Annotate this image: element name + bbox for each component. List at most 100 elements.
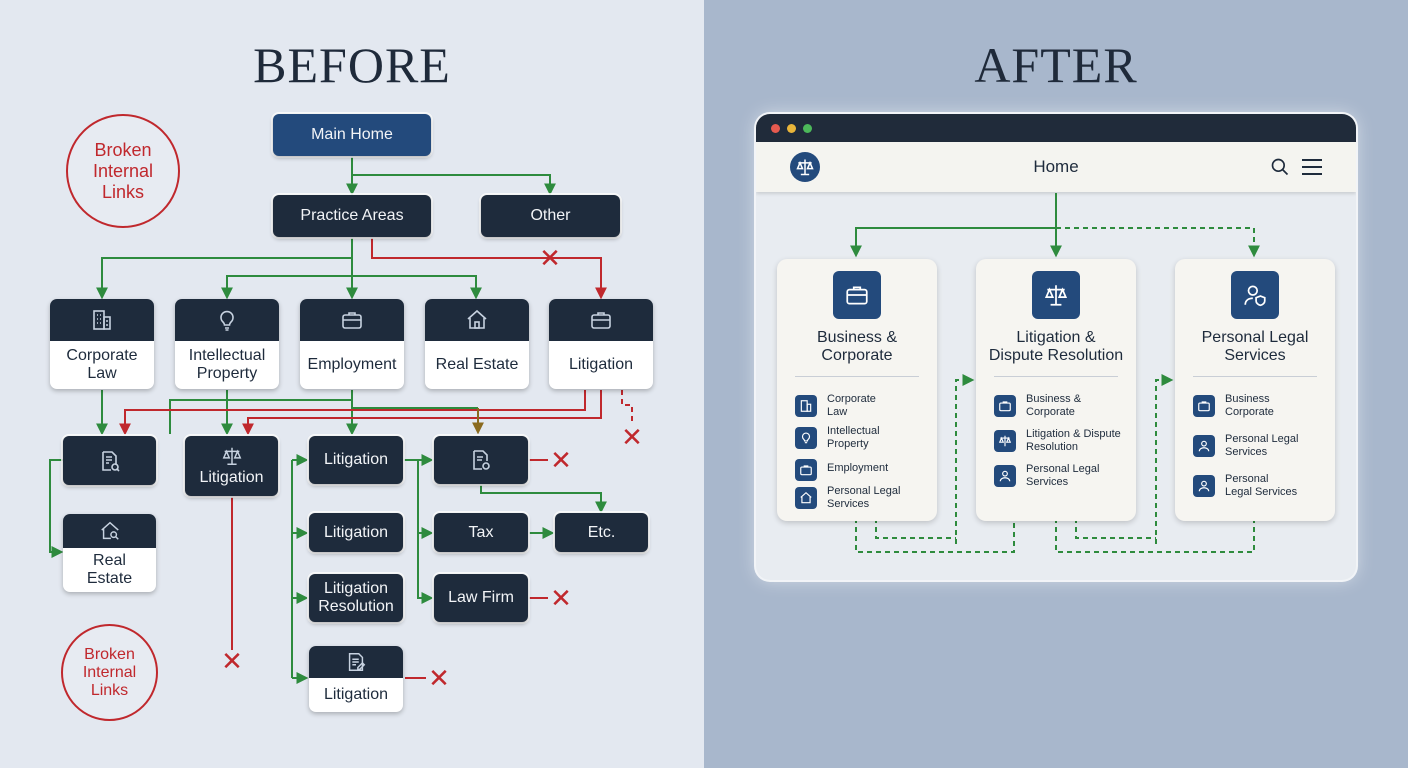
litigation-node-a: Litigation — [309, 436, 403, 484]
before-connector-lines — [49, 157, 633, 684]
lightbulb-icon — [801, 432, 811, 444]
link-practice-to-ip — [221, 275, 352, 300]
tax-node: Tax — [434, 513, 528, 552]
search-icon[interactable] — [1270, 157, 1290, 177]
doc-settings-node — [434, 436, 528, 484]
item-label: Employment — [827, 462, 889, 474]
category-card-corporate-law: Corporate Law — [50, 299, 154, 389]
category-card-real-estate: Real Estate — [425, 299, 529, 389]
card-link-corporate-law[interactable]: Corporate Law — [795, 393, 931, 429]
item-label: Personal Legal Services — [827, 485, 901, 510]
broken-x-icon: ✕ — [539, 243, 561, 273]
link-doc-to-realestate — [49, 459, 64, 558]
link-cross-4 — [1075, 518, 1156, 539]
item-icon-box — [795, 395, 817, 417]
card-link-personal-legal-services[interactable]: Personal Legal Services — [795, 485, 931, 521]
card-link-intellectual-property[interactable]: Intellectual Property — [795, 425, 931, 461]
card-title: Personal Legal Services — [1201, 329, 1309, 364]
item-icon-box — [795, 459, 817, 481]
link-doc-to-etc — [480, 485, 607, 514]
other-node: Other — [481, 195, 620, 237]
scales-icon — [1044, 285, 1068, 306]
item-icon-box — [795, 427, 817, 449]
category-card-intellectual-property: Intellectual Property — [175, 299, 279, 389]
hamburger-menu-icon[interactable] — [1302, 158, 1322, 176]
building-icon — [800, 400, 812, 412]
house-icon — [467, 309, 487, 329]
site-nav-bar: Home — [756, 142, 1356, 192]
close-dot-icon[interactable] — [771, 124, 780, 133]
card-litigation-dispute-resolution[interactable]: Litigation & Dispute Resolution Business… — [976, 259, 1136, 521]
card-divider — [994, 376, 1118, 377]
law-firm-node: Law Firm — [434, 574, 528, 622]
item-label: Corporate Law — [827, 393, 876, 418]
card-divider — [795, 376, 919, 377]
before-panel: BEFORE — [0, 0, 704, 768]
broken-links-callout-bottom: Broken Internal Links — [61, 624, 158, 721]
minimize-dot-icon[interactable] — [787, 124, 796, 133]
card-link-litigation-dispute-resolution[interactable]: Litigation & Dispute Resolution — [994, 428, 1130, 464]
etc-node: Etc. — [555, 513, 648, 552]
category-label: Real Estate — [435, 356, 519, 373]
site-logo[interactable] — [790, 152, 820, 182]
briefcase-icon — [846, 286, 868, 305]
after-connector-lines — [850, 193, 1260, 553]
litigation-document-label: Litigation — [323, 686, 389, 703]
item-label: Business Corporate — [1225, 393, 1274, 418]
litigation-node-b: Litigation — [309, 513, 403, 552]
maximize-dot-icon[interactable] — [803, 124, 812, 133]
card-link-employment[interactable]: Employment — [795, 457, 931, 493]
link-business-to-litigation — [955, 374, 975, 544]
briefcase-icon — [1198, 401, 1210, 412]
card-link-business-corporate[interactable]: Business Corporate — [1193, 393, 1329, 429]
card-divider — [1193, 376, 1317, 377]
category-label: Employment — [307, 356, 397, 373]
before-heading: BEFORE — [253, 37, 451, 93]
item-label: Business & Corporate — [1026, 393, 1082, 418]
card-link-business-corporate[interactable]: Business & Corporate — [994, 393, 1130, 429]
card-link-personal-legal-services[interactable]: Personal Legal Services — [1193, 433, 1329, 469]
litigation-scales-node: Litigation — [185, 436, 278, 496]
nav-home-link[interactable]: Home — [1033, 157, 1079, 176]
house-icon — [800, 491, 812, 504]
main-home-node: Main Home — [273, 114, 431, 156]
card-link-personal-legal-services[interactable]: Personal Legal Services — [994, 463, 1130, 499]
category-card-employment: Employment — [300, 299, 404, 389]
link-practice-to-realestate — [352, 275, 482, 300]
briefcase-icon — [342, 312, 362, 329]
broken-x-icon: ✕ — [550, 583, 572, 613]
after-heading: AFTER — [974, 37, 1138, 93]
card-link-personal-legal-services-2[interactable]: Personal Legal Services — [1193, 473, 1329, 509]
category-label: Corporate Law — [66, 347, 138, 382]
real-estate-subpage-node: Real Estate — [63, 514, 156, 592]
broken-link-litigation-loop — [119, 390, 586, 436]
broken-x-icon: ✕ — [221, 646, 243, 676]
category-label: Litigation — [568, 356, 634, 373]
item-icon-box — [1193, 435, 1215, 457]
broken-x-icon: ✕ — [428, 663, 450, 693]
card-icon-box — [833, 271, 881, 319]
item-icon-box — [994, 430, 1016, 452]
link-home-to-personal — [1056, 227, 1260, 258]
real-estate-subpage-label: Real Estate — [86, 552, 133, 587]
person-icon — [999, 470, 1011, 482]
practice-areas-node: Practice Areas — [273, 195, 431, 237]
document-search-icon — [101, 450, 120, 472]
doc-search-node — [63, 436, 156, 485]
litigation-resolution-node: Litigation Resolution — [309, 574, 403, 622]
card-business-corporate[interactable]: Business & Corporate Corporate Law Intel… — [777, 259, 937, 521]
link-main-to-other — [352, 174, 556, 196]
person-shield-icon — [1244, 285, 1266, 307]
link-practice-to-corporate — [96, 257, 352, 300]
card-icon-box — [1032, 271, 1080, 319]
scales-icon — [796, 159, 814, 176]
item-label: Personal Legal Services — [1225, 433, 1299, 458]
briefcase-icon — [800, 465, 812, 476]
document-gear-icon — [473, 450, 490, 470]
card-personal-legal-services[interactable]: Personal Legal Services Business Corpora… — [1175, 259, 1335, 521]
briefcase-icon — [591, 312, 611, 329]
item-icon-box — [1193, 395, 1215, 417]
scales-icon — [998, 435, 1012, 447]
briefcase-icon — [999, 401, 1011, 412]
broken-link-practice-to-litigation — [371, 238, 607, 300]
